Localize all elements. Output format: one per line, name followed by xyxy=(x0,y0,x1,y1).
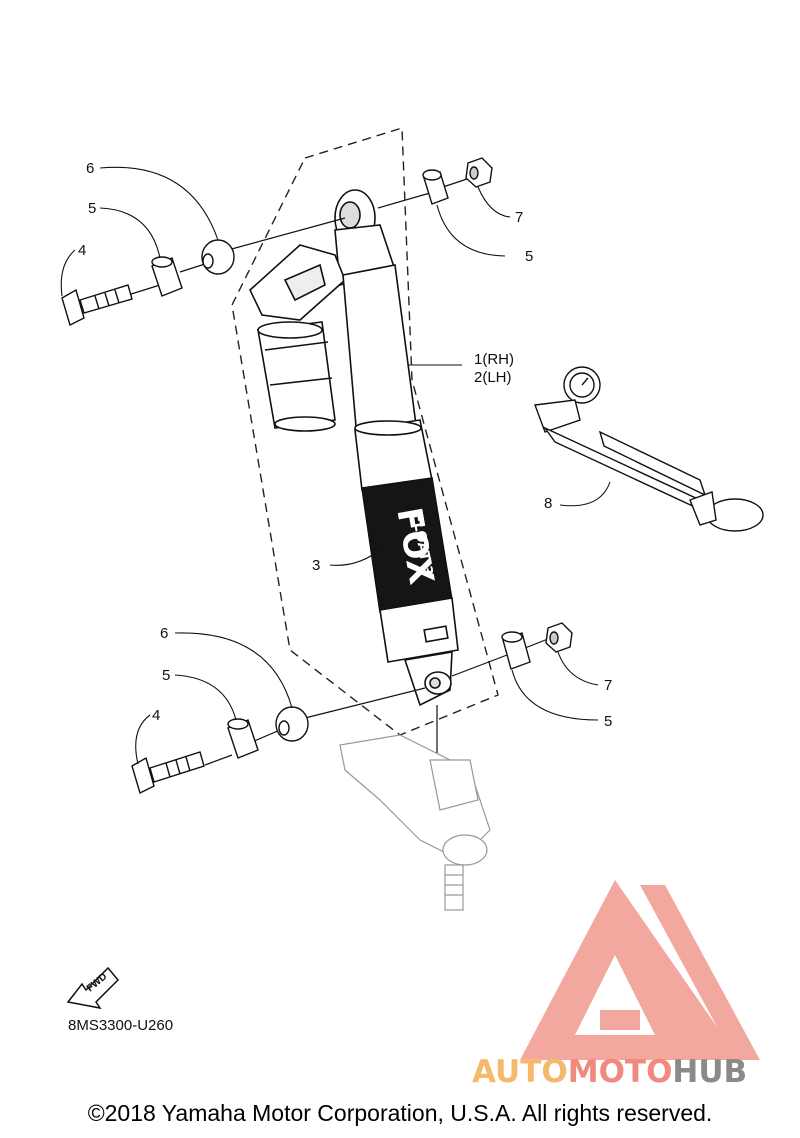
upper-spacer-right xyxy=(422,169,449,205)
callout-6-upper: 6 xyxy=(86,160,94,177)
fwd-arrow-icon xyxy=(66,966,120,1010)
upper-nut xyxy=(465,157,493,188)
pressure-gauge-tool xyxy=(534,366,764,532)
callout-8: 8 xyxy=(544,495,552,512)
callout-1: 1(RH) xyxy=(474,351,514,368)
leader-lines xyxy=(60,166,611,765)
callout-4-lower: 4 xyxy=(152,707,160,724)
lower-spacer-left xyxy=(227,718,259,759)
callout-4-upper: 4 xyxy=(78,242,86,259)
upper-bushing-left xyxy=(201,239,235,275)
upper-spacer-left xyxy=(151,256,183,297)
callout-2: 2(LH) xyxy=(474,369,512,386)
watermark-part-moto: MOTO xyxy=(567,1054,673,1090)
callout-7-upper: 7 xyxy=(515,209,523,226)
callout-5-lower-right: 5 xyxy=(604,713,612,730)
diagram-code: 8MS3300-U260 xyxy=(68,1017,173,1034)
watermark-part-auto: AUTO xyxy=(472,1054,568,1090)
upper-bolt xyxy=(61,284,133,326)
watermark-logo xyxy=(520,880,760,1060)
callout-5-lower-left: 5 xyxy=(162,667,170,684)
assembly-boundary xyxy=(231,127,499,736)
callout-3: 3 xyxy=(312,557,320,574)
callout-6-lower: 6 xyxy=(160,625,168,642)
lower-arm-ghost xyxy=(339,734,491,911)
watermark-part-hub: HUB xyxy=(672,1054,748,1090)
watermark-text: AUTOMOTOHUB xyxy=(472,1054,747,1090)
lower-bolt xyxy=(131,751,205,794)
lower-nut xyxy=(545,622,573,653)
lower-spacer-right xyxy=(501,631,531,670)
callout-7-lower: 7 xyxy=(604,677,612,694)
callout-5-upper-right: 5 xyxy=(525,248,533,265)
callout-5-upper-left: 5 xyxy=(88,200,96,217)
copyright-notice: ©2018 Yamaha Motor Corporation, U.S.A. A… xyxy=(87,1100,713,1126)
shock-absorber xyxy=(249,189,459,707)
lower-bushing-left xyxy=(275,706,309,742)
